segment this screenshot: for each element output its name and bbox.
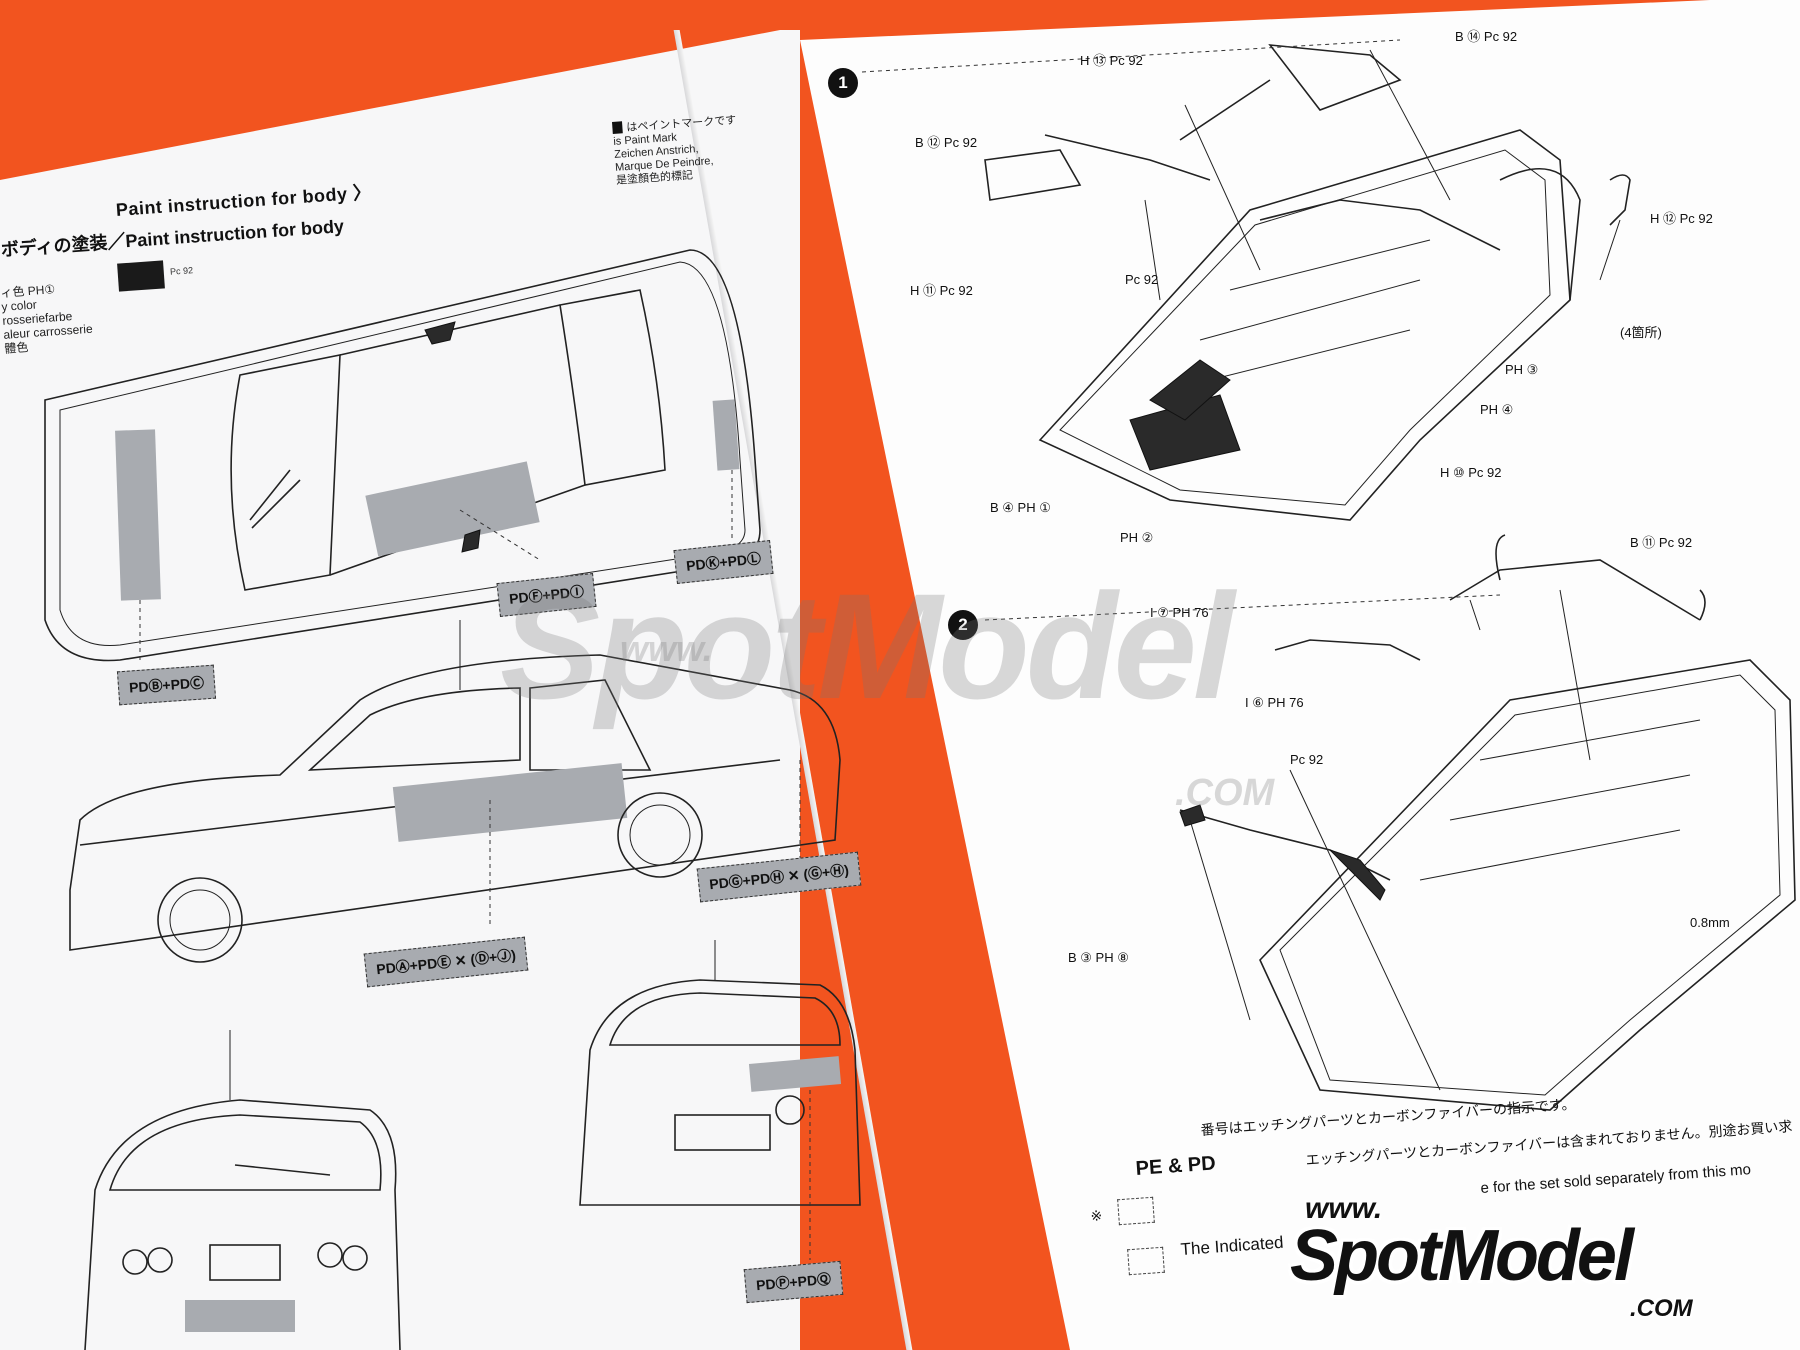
black-color-swatch bbox=[117, 260, 165, 292]
car-rear-view-drawing bbox=[579, 940, 861, 1260]
watermark-corner-www: www. bbox=[1305, 1192, 1383, 1225]
part-tag-b12: B ⑫ Pc 92 bbox=[915, 135, 978, 150]
car-side-view-drawing bbox=[69, 620, 841, 963]
part-tag-b4: B ④ PH ① bbox=[990, 500, 1051, 515]
part-tag-b11: B ⑪ Pc 92 bbox=[1630, 535, 1693, 550]
watermark-corner-logo: SpotModel bbox=[1290, 1216, 1634, 1296]
watermark-center-www: www. bbox=[620, 628, 713, 669]
watermark-center-logo: SpotModel bbox=[500, 562, 1235, 730]
chassis-assembly-step1-drawing bbox=[984, 44, 1631, 521]
paint-mark-icon bbox=[612, 121, 623, 134]
part-tag-ph: PH ④ bbox=[1480, 402, 1514, 417]
watermark-center-com: .COM bbox=[1175, 772, 1275, 814]
part-tag-ph: PH ③ bbox=[1505, 362, 1539, 377]
body-color-legend: ィ色 PH① y color rosseriefarbe aleur carro… bbox=[0, 280, 94, 356]
part-tag-ph: PH ② bbox=[1120, 530, 1154, 545]
part-tag-b3: B ③ PH ⑧ bbox=[1068, 950, 1129, 965]
part-tag-h11: H ⑪ Pc 92 bbox=[910, 283, 973, 298]
part-tag-pc92: Pc 92 bbox=[1125, 272, 1159, 287]
part-tag-i7: I ⑦ PH 76 bbox=[1150, 605, 1209, 620]
part-tag-four-places: (4箇所) bbox=[1620, 325, 1662, 340]
car-front-view-drawing bbox=[84, 1030, 401, 1350]
car-top-view-drawing bbox=[44, 249, 761, 662]
part-tag-pc92: Pc 92 bbox=[1290, 752, 1324, 767]
chassis-assembly-step2-drawing bbox=[1179, 534, 1796, 1111]
part-tag-thickness: 0.8mm bbox=[1690, 915, 1730, 930]
watermark-corner-com: .COM bbox=[1630, 1295, 1693, 1322]
paint-mark-legend: はペイントマークです is Paint Mark Zeichen Anstric… bbox=[612, 113, 740, 187]
step-1-marker: 1 bbox=[828, 68, 858, 98]
note-dashed-box bbox=[1127, 1246, 1165, 1276]
part-tag-b14: B ⑭ Pc 92 bbox=[1455, 29, 1518, 44]
decal-label-b-c: PDⒷ+PDⒸ bbox=[116, 664, 217, 706]
part-tag-h10: H ⑩ Pc 92 bbox=[1440, 465, 1502, 480]
note-dashed-box bbox=[1117, 1196, 1155, 1226]
part-tag-h12: H ⑫ Pc 92 bbox=[1650, 211, 1713, 226]
step-2-marker: 2 bbox=[948, 610, 978, 640]
pc-color-code: Pc 92 bbox=[169, 265, 194, 277]
note-asterisk: ※ bbox=[1090, 1207, 1103, 1224]
part-tag-h13: H ⑬ Pc 92 bbox=[1080, 53, 1143, 68]
part-tag-i6: I ⑥ PH 76 bbox=[1245, 695, 1304, 710]
